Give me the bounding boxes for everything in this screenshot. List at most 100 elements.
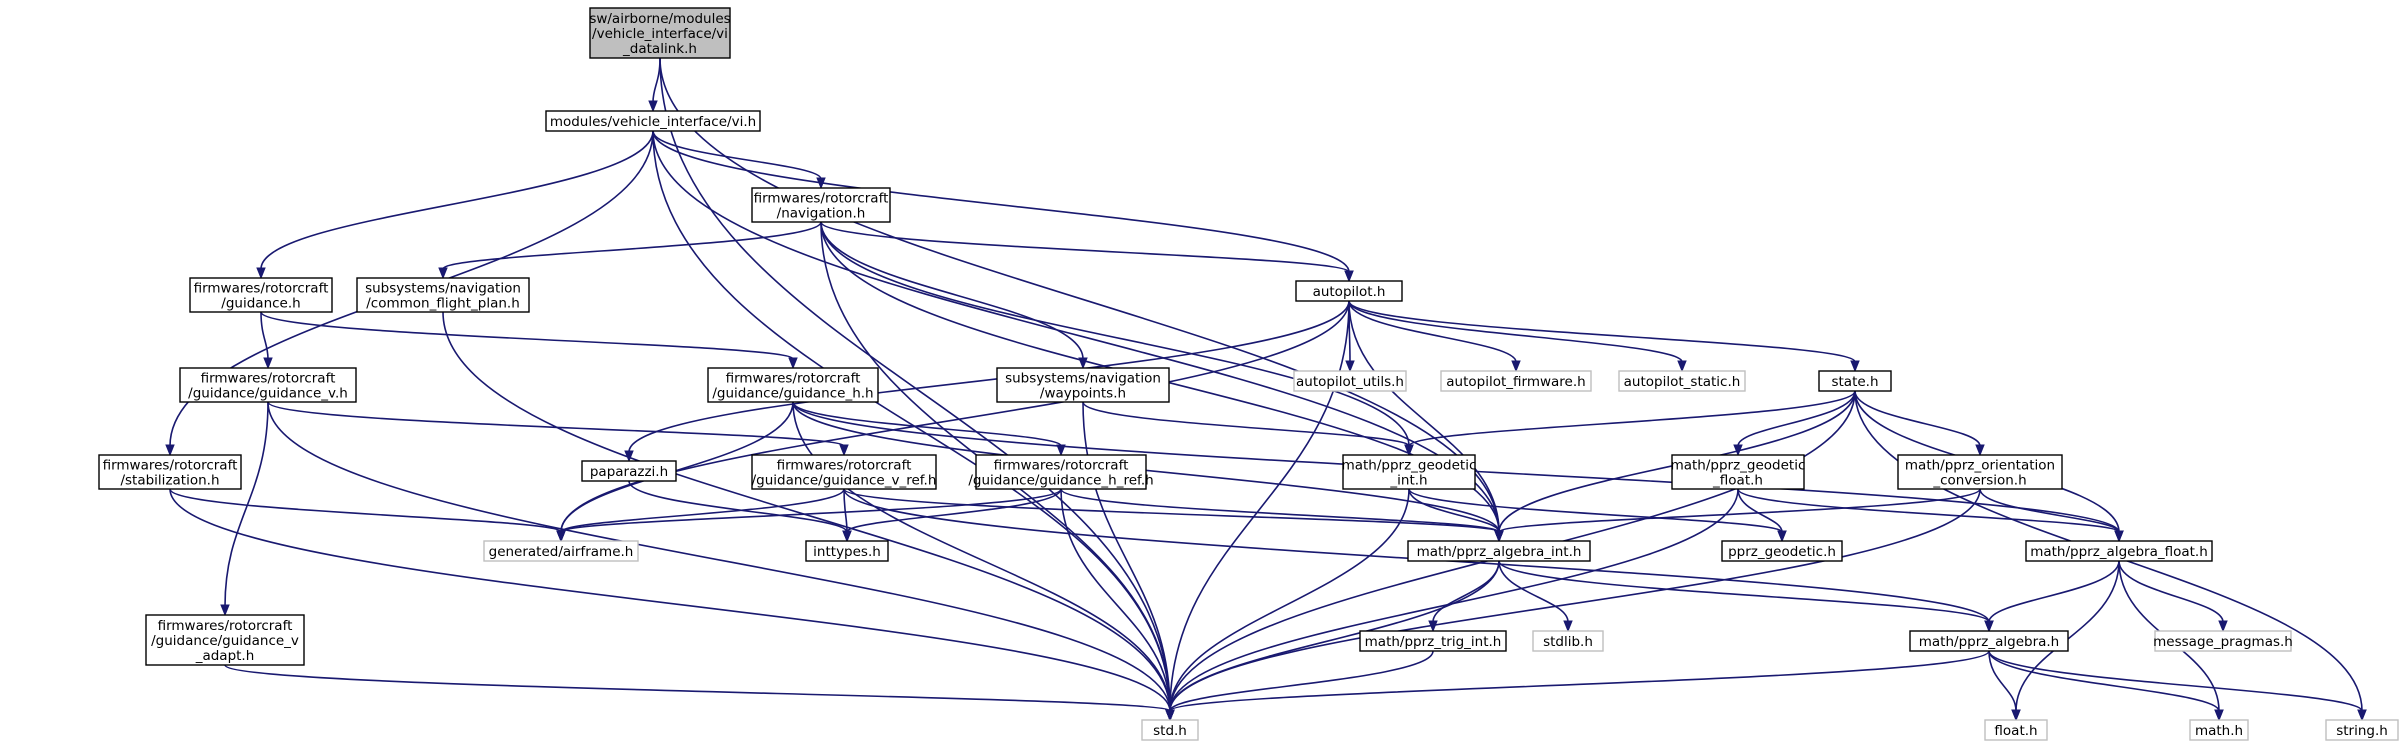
node-stabilization[interactable]: firmwares/rotorcraft/stabilization.h — [98, 454, 242, 490]
node-box-std — [1141, 719, 1199, 741]
edge-navigation-to-pprz_geodetic_int — [820, 221, 1410, 447]
node-label-pprz_geodetic-0: pprz_geodetic.h — [1728, 544, 1836, 560]
node-autopilot_static[interactable]: autopilot_static.h — [1618, 370, 1746, 392]
arrowhead-navigation-to-common_flight_plan — [438, 267, 448, 280]
node-label-guidance_h_ref-0: firmwares/rotorcraft — [994, 458, 1129, 474]
edge-autopilot-to-pprz_algebra_int — [1348, 300, 1500, 533]
arrowhead-vi_datalink-to-vi — [648, 100, 658, 113]
node-box-navigation — [751, 187, 891, 223]
node-float_h[interactable]: float.h — [1984, 719, 2048, 741]
arrowhead-guidance_v-to-guidance_v_adapt — [220, 604, 230, 617]
arrowhead-guidance_h_ref-to-airframe — [556, 530, 566, 543]
edge-pprz_geodetic_float-to-pprz_geodetic — [1737, 488, 1783, 533]
node-pprz_geodetic[interactable]: pprz_geodetic.h — [1721, 540, 1843, 562]
node-pprz_algebra_int[interactable]: math/pprz_algebra_int.h — [1407, 540, 1591, 562]
edge-state-to-pprz_geodetic_int — [1408, 390, 1856, 447]
node-pprz_algebra[interactable]: math/pprz_algebra.h — [1909, 630, 2069, 652]
node-box-vi_datalink — [589, 7, 731, 59]
node-string_h[interactable]: string.h — [2325, 719, 2399, 741]
edge-autopilot-to-paparazzi — [628, 300, 1350, 453]
node-message_pragmas[interactable]: message_pragmas.h — [2153, 630, 2293, 652]
node-pprz_orientation_conversion[interactable]: math/pprz_orientation_conversion.h — [1897, 454, 2063, 490]
edge-autopilot-to-std — [1169, 300, 1350, 712]
node-airframe[interactable]: generated/airframe.h — [483, 540, 639, 562]
node-box-pprz_trig_int — [1359, 630, 1507, 652]
node-guidance_h[interactable]: firmwares/rotorcraft/guidance/guidance_h… — [707, 367, 879, 403]
node-autopilot_utils[interactable]: autopilot_utils.h — [1293, 370, 1407, 392]
node-label-common_flight_plan-0: subsystems/navigation — [365, 281, 521, 297]
edge-vi-to-guidance — [260, 130, 654, 270]
node-std[interactable]: std.h — [1141, 719, 1199, 741]
node-pprz_geodetic_float[interactable]: math/pprz_geodetic_float.h — [1671, 454, 1806, 490]
node-guidance_h_ref[interactable]: firmwares/rotorcraft/guidance/guidance_h… — [968, 454, 1154, 490]
node-autopilot[interactable]: autopilot.h — [1295, 280, 1403, 302]
node-guidance_v[interactable]: firmwares/rotorcraft/guidance/guidance_v… — [179, 367, 357, 403]
arrowhead-pprz_algebra_int-to-pprz_trig_int — [1428, 620, 1438, 633]
node-vi_datalink[interactable]: sw/airborne/modules/vehicle_interface/vi… — [589, 7, 731, 59]
node-box-pprz_geodetic_int — [1342, 454, 1476, 490]
node-common_flight_plan[interactable]: subsystems/navigation/common_flight_plan… — [356, 277, 530, 313]
node-box-vi — [545, 110, 761, 132]
node-label-vi_datalink-2: _datalink.h — [622, 41, 697, 57]
node-inttypes[interactable]: inttypes.h — [805, 540, 889, 562]
node-label-airframe-0: generated/airframe.h — [489, 544, 634, 560]
edge-pprz_trig_int-to-std — [1169, 650, 1434, 712]
arrowhead-navigation-to-autopilot — [1344, 270, 1354, 283]
node-label-autopilot_static-0: autopilot_static.h — [1624, 374, 1741, 390]
node-box-waypoints — [996, 367, 1170, 403]
node-box-pprz_geodetic — [1721, 540, 1843, 562]
node-math_h[interactable]: math.h — [2189, 719, 2249, 741]
node-box-pprz_algebra_int — [1407, 540, 1591, 562]
node-label-string_h-0: string.h — [2336, 723, 2388, 739]
edge-pprz_algebra-to-math_h — [1988, 650, 2220, 712]
edge-autopilot-to-state — [1348, 300, 1856, 363]
arrowhead-autopilot-to-autopilot_firmware — [1511, 360, 1521, 373]
node-box-guidance_v_ref — [751, 454, 937, 490]
node-box-autopilot_utils — [1293, 370, 1407, 392]
arrowhead-pprz_algebra-to-string_h — [2357, 709, 2367, 722]
node-label-stabilization-0: firmwares/rotorcraft — [103, 458, 238, 474]
edge-guidance_v_ref-to-airframe — [560, 488, 845, 533]
node-label-float_h-0: float.h — [1994, 723, 2037, 739]
node-guidance_v_adapt[interactable]: firmwares/rotorcraft/guidance/guidance_v… — [145, 614, 305, 666]
edge-state-to-pprz_orientation_conversion — [1854, 390, 1981, 447]
node-state[interactable]: state.h — [1818, 370, 1892, 392]
edge-stabilization-to-airframe — [169, 488, 562, 533]
node-navigation[interactable]: firmwares/rotorcraft/navigation.h — [751, 187, 891, 223]
node-label-guidance_v-1: /guidance/guidance_v.h — [188, 386, 348, 402]
node-label-guidance-0: firmwares/rotorcraft — [194, 281, 329, 297]
edge-guidance_v-to-guidance_v_ref — [267, 401, 845, 447]
edge-pprz_algebra-to-std — [1169, 650, 1990, 712]
node-label-autopilot-0: autopilot.h — [1313, 284, 1386, 300]
node-box-state — [1818, 370, 1892, 392]
node-label-guidance_v_adapt-0: firmwares/rotorcraft — [158, 618, 293, 634]
edge-pprz_algebra_int-to-stdlib — [1498, 560, 1569, 623]
node-box-paparazzi — [581, 460, 677, 482]
node-guidance_v_ref[interactable]: firmwares/rotorcraft/guidance/guidance_v… — [751, 454, 937, 490]
edge-state-to-pprz_geodetic_float — [1737, 390, 1856, 447]
node-box-stdlib — [1532, 630, 1604, 652]
edge-guidance_v-to-guidance_v_adapt — [224, 401, 269, 607]
node-label-vi_datalink-1: /vehicle_interface/vi — [592, 26, 728, 42]
node-pprz_trig_int[interactable]: math/pprz_trig_int.h — [1359, 630, 1507, 652]
node-box-guidance_h — [707, 367, 879, 403]
node-waypoints[interactable]: subsystems/navigation/waypoints.h — [996, 367, 1170, 403]
node-label-autopilot_utils-0: autopilot_utils.h — [1296, 374, 1404, 390]
node-vi[interactable]: modules/vehicle_interface/vi.h — [545, 110, 761, 132]
edge-pprz_algebra-to-float_h — [1988, 650, 2017, 712]
node-autopilot_firmware[interactable]: autopilot_firmware.h — [1440, 370, 1592, 392]
node-pprz_geodetic_int[interactable]: math/pprz_geodetic_int.h — [1342, 454, 1477, 490]
node-label-guidance_h_ref-1: /guidance/guidance_h_ref.h — [968, 473, 1153, 489]
node-stdlib[interactable]: stdlib.h — [1532, 630, 1604, 652]
node-paparazzi[interactable]: paparazzi.h — [581, 460, 677, 482]
arrowhead-guidance_h_ref-to-inttypes — [842, 530, 852, 543]
arrowhead-guidance-to-guidance_h — [788, 357, 798, 370]
node-pprz_algebra_float[interactable]: math/pprz_algebra_float.h — [2025, 540, 2213, 562]
node-label-state-0: state.h — [1831, 374, 1878, 390]
node-label-pprz_algebra-0: math/pprz_algebra.h — [1919, 634, 2059, 650]
node-guidance[interactable]: firmwares/rotorcraft/guidance.h — [189, 277, 333, 313]
edge-guidance_h_ref-to-std — [1060, 488, 1171, 712]
node-label-guidance_v-0: firmwares/rotorcraft — [201, 371, 336, 387]
node-box-inttypes — [805, 540, 889, 562]
node-box-string_h — [2325, 719, 2399, 741]
